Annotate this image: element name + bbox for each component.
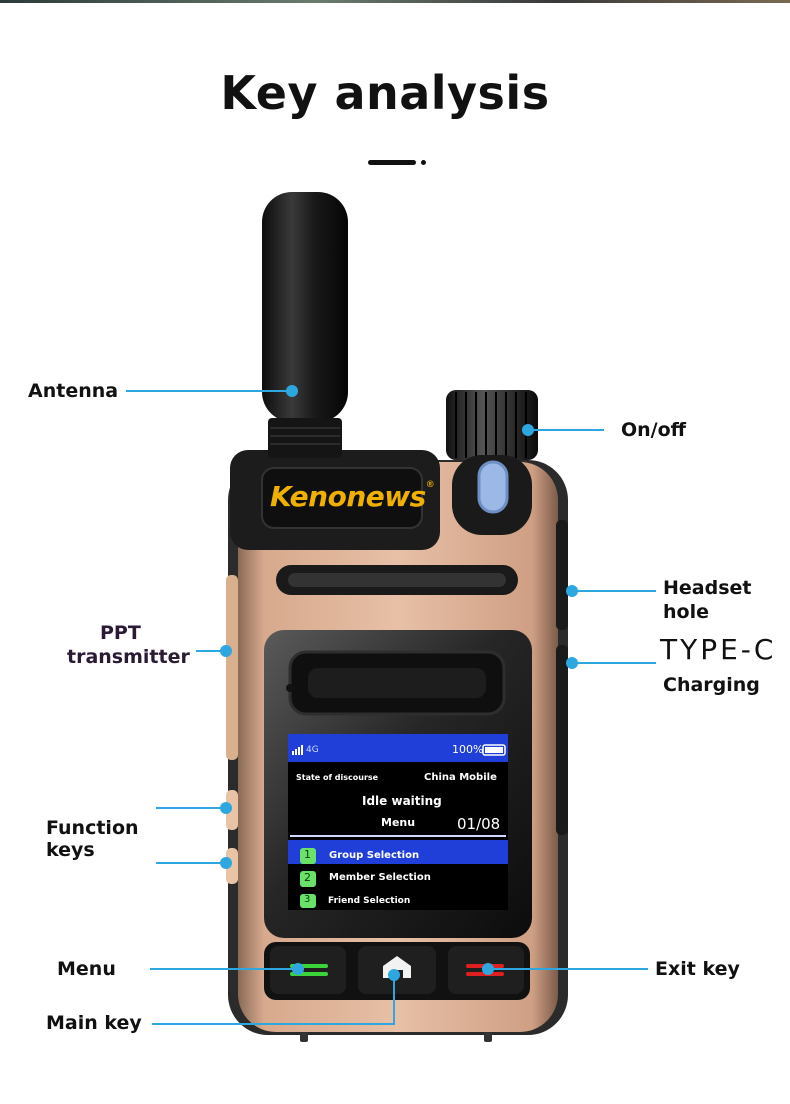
label-menu: Menu	[57, 958, 116, 980]
screen-item-number: 3	[304, 894, 311, 905]
screen-battery-level: 100%	[452, 743, 484, 756]
screen-menu-label: Menu	[381, 816, 416, 829]
title-underline	[368, 160, 416, 165]
top-photo-strip	[0, 0, 790, 3]
earpiece-grille-inner	[308, 668, 486, 698]
callout-line-headset	[572, 590, 656, 592]
brand-plate	[261, 467, 423, 529]
front-camera	[286, 684, 294, 692]
screen-item-label: Member Selection	[329, 872, 431, 883]
callout-line-antenna	[126, 390, 292, 392]
label-main: Main key	[46, 1012, 142, 1034]
callout-pin-exit	[482, 963, 494, 975]
callout-line-main	[152, 1023, 395, 1025]
display-selected-row	[288, 840, 508, 864]
battery-icon	[482, 744, 506, 756]
label-headset-line1: Headset	[663, 577, 752, 599]
callout-line-main-vertical	[393, 975, 395, 1025]
callout-pin-menu	[292, 963, 304, 975]
callout-line-typec	[572, 662, 656, 664]
menu-key	[270, 946, 346, 994]
screen-page-indicator: 01/08	[457, 815, 501, 833]
page-title: Key analysis	[220, 66, 550, 120]
callout-pin-function-1	[220, 802, 232, 814]
label-headset-line2: hole	[663, 601, 709, 623]
function-key-1	[226, 790, 238, 830]
screen-carrier: China Mobile	[424, 772, 497, 783]
callout-pin-ppt	[220, 645, 232, 657]
screen-status: Idle waiting	[362, 794, 442, 808]
display-status-bar	[288, 734, 508, 762]
screen-item-number: 2	[304, 871, 311, 884]
callout-line-menu	[150, 968, 298, 970]
screen-item-label: Group Selection	[329, 850, 420, 861]
screen-item-number: 1	[304, 848, 311, 861]
callout-pin-function-2	[220, 857, 232, 869]
item-badge-3	[300, 894, 316, 908]
antenna-base	[268, 418, 342, 458]
ptt-button	[226, 575, 238, 760]
callout-line-exit	[488, 968, 648, 970]
callout-pin-typec	[566, 657, 578, 669]
led-indicator	[477, 460, 509, 514]
title-underline-dot	[421, 160, 426, 165]
brand-logo: Kenonews®	[270, 480, 435, 513]
callout-line-onoff	[530, 429, 604, 431]
callout-pin-antenna	[286, 385, 298, 397]
signal-bars-icon	[292, 745, 303, 755]
label-function-line2: keys	[46, 839, 95, 861]
headset-port-cover	[556, 520, 568, 630]
screen-signal-type: 4G	[306, 745, 319, 755]
label-exit: Exit key	[655, 958, 740, 980]
label-typec: TYPE-C	[660, 633, 777, 666]
callout-pin-onoff	[522, 424, 534, 436]
screen-item-label: Friend Selection	[328, 896, 411, 906]
callout-pin-main	[388, 969, 400, 981]
item-badge-1	[300, 848, 316, 864]
item-badge-2	[300, 871, 316, 887]
label-ppt-line1: PPT	[100, 622, 141, 644]
callout-line-function-2	[156, 862, 226, 864]
label-antenna: Antenna	[28, 380, 119, 402]
speaker-slot-inner	[288, 573, 506, 587]
callout-pin-headset	[566, 585, 578, 597]
callout-line-ppt	[196, 650, 226, 652]
label-charging: Charging	[663, 674, 760, 696]
callout-line-function-1	[156, 807, 226, 809]
label-function-line1: Function	[46, 817, 139, 839]
label-ppt-line2: transmitter	[67, 646, 190, 668]
typec-port-cover	[556, 645, 568, 835]
antenna	[262, 192, 348, 422]
screen-state-label: State of discourse	[296, 773, 379, 782]
display	[288, 734, 508, 910]
label-onoff: On/off	[621, 419, 687, 441]
